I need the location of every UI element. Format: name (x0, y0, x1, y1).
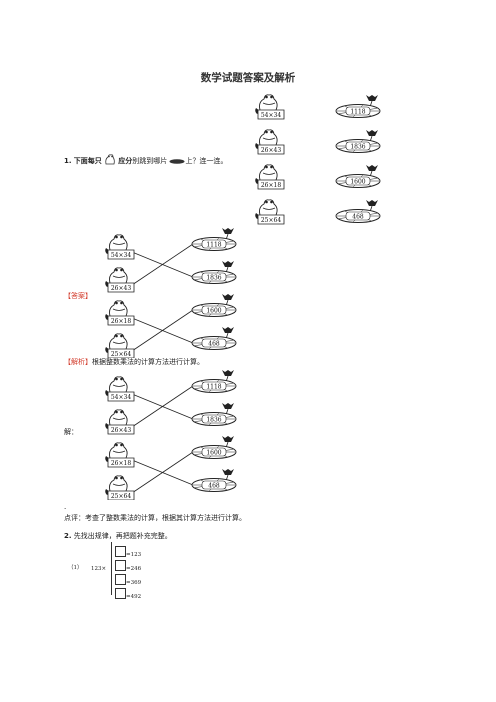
pad-value: 1118 (206, 242, 221, 249)
lotus-pad: 1118 (335, 95, 381, 118)
answer-figure: 54×34 26×43 26×18 25×64 1118 1836 1600 468 (105, 228, 237, 358)
lotus-pad: 1600 (191, 436, 237, 459)
lotus-pad: 1600 (191, 294, 237, 317)
lotus-pad: 1118 (191, 228, 237, 251)
frog: 26×18 (105, 300, 135, 326)
comment: 点评：考查了整数乘法的计算，根据其计算方法进行计算。 (64, 514, 246, 522)
frog: 25×64 (105, 475, 135, 500)
frog: 25×64 (105, 333, 135, 358)
question-2: 2. 先找出规律，再把题补充完整。 (64, 531, 172, 541)
frog-icon (105, 154, 115, 165)
multiplicand: 123× (91, 566, 107, 572)
question-bold-text-2: 应分 (118, 157, 133, 165)
frog-expression: 26×43 (111, 427, 131, 434)
lotus-pad: 1600 (335, 165, 381, 188)
equation-row: =246 (115, 555, 141, 574)
answer-label: 【答案】 (64, 292, 92, 300)
dot-mark: . (64, 503, 67, 511)
connector-line (131, 309, 194, 352)
pad-value: 468 (208, 483, 220, 490)
frog-expression: 25×64 (111, 351, 131, 358)
pad-value: 1836 (350, 144, 365, 151)
pad-value: 1836 (206, 417, 221, 424)
question-2-text: 先找出规律，再把题补充完整。 (73, 532, 172, 540)
frog: 26×43 (255, 129, 285, 155)
pad-value: 1600 (206, 450, 221, 457)
question-bold-text: 下面每只 (73, 157, 102, 165)
question-figure: 54×34 26×43 26×18 25×64 1118 1836 1600 468 (255, 94, 381, 225)
frog: 54×34 (255, 94, 285, 120)
analysis-label: 【解析】 (64, 358, 92, 366)
frog-expression: 26×18 (111, 460, 131, 467)
frog-expression: 54×34 (111, 394, 131, 401)
analysis-text: 根据整数乘法的计算方法进行计算。 (92, 358, 204, 366)
lotus-leaf-icon (169, 159, 185, 164)
pad-value: 1118 (350, 109, 365, 116)
frog: 26×43 (105, 409, 135, 435)
question-text-b: 上？连一连。 (185, 157, 228, 165)
blank-box[interactable] (115, 546, 126, 557)
lotus-pad: 468 (335, 200, 381, 223)
frog: 54×34 (105, 376, 135, 402)
blank-box[interactable] (115, 574, 126, 585)
equation-result: =123 (126, 552, 142, 558)
lotus-pad: 1118 (191, 370, 237, 393)
question-text-a: 别跳到哪片 (132, 157, 168, 165)
connector-line (131, 243, 194, 286)
frog-expression: 25×64 (261, 217, 281, 224)
frog: 26×18 (255, 164, 285, 190)
frog-expression: 54×34 (261, 112, 281, 119)
lotus-pad: 1836 (191, 261, 237, 284)
frog: 26×18 (105, 442, 135, 468)
pad-value: 1600 (206, 308, 221, 315)
equation-result: =246 (126, 566, 142, 572)
equation-result: =492 (126, 594, 142, 600)
pad-value: 1836 (206, 275, 221, 282)
page-title: 数学试题答案及解析 (200, 72, 296, 84)
pad-value: 1600 (350, 179, 365, 186)
pad-value: 1118 (206, 384, 221, 391)
question-number: 1. (64, 157, 72, 165)
frog-expression: 26×18 (261, 182, 281, 189)
connector-line (131, 385, 194, 428)
blank-box[interactable] (115, 560, 126, 571)
frog-expression: 26×18 (111, 318, 131, 325)
pad-value: 468 (352, 214, 364, 221)
lotus-pad: 1836 (191, 403, 237, 426)
frog: 26×43 (105, 267, 135, 293)
equation-result: =369 (126, 580, 142, 586)
frog: 25×64 (255, 199, 285, 225)
frog-expression: 26×43 (261, 147, 281, 154)
pad-value: 468 (208, 341, 220, 348)
frog-expression: 25×64 (111, 493, 131, 500)
sub-question-label: （1） (68, 565, 83, 571)
equation-row: =123 (115, 541, 141, 560)
question-2-number: 2. (64, 532, 72, 540)
lotus-pad: 468 (191, 469, 237, 492)
frog: 54×34 (105, 234, 135, 260)
equation-row: =369 (115, 569, 141, 588)
frog-expression: 54×34 (111, 252, 131, 259)
brace (111, 542, 116, 595)
blank-box[interactable] (115, 588, 126, 599)
connector-line (131, 451, 194, 494)
lotus-pad: 1836 (335, 130, 381, 153)
solution-figure: 54×34 26×43 26×18 25×64 1118 1836 1600 468 (105, 370, 237, 500)
question-1: 1. 下面每只 应分别跳到哪片 上？连一连。 (64, 154, 227, 166)
frog-expression: 26×43 (111, 285, 131, 292)
solution-label: 解： (64, 428, 78, 436)
equation-row: =492 (115, 583, 141, 602)
lotus-pad: 468 (191, 327, 237, 350)
analysis-line: 【解析】根据整数乘法的计算方法进行计算。 (64, 357, 204, 367)
